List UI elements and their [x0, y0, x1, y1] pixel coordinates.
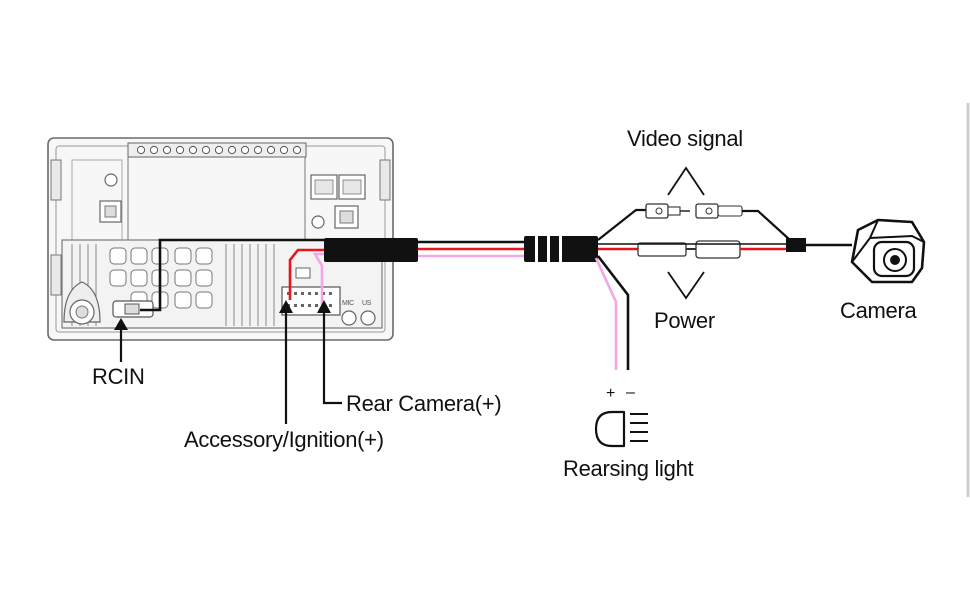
usb-socket: [360, 310, 376, 326]
reversing-light-label: Rearsing light: [563, 456, 694, 481]
rear-camera-arrow: [317, 300, 331, 313]
reversing-light-icon: [594, 410, 648, 448]
video-signal-pointer: [667, 166, 705, 196]
camera-cable-joint: [786, 238, 806, 252]
cable-junction: [524, 236, 598, 262]
camera-icon: [850, 218, 926, 284]
rear-camera-label: Rear Camera(+): [346, 391, 502, 416]
mic-socket: [341, 310, 357, 326]
rcin-arrow: [114, 318, 128, 330]
main-harness-connector: [281, 286, 341, 316]
plus-terminal-label: +: [606, 385, 616, 402]
video-rca-socket: [695, 203, 743, 219]
mic-socket-label: MIC: [342, 300, 354, 307]
power-pointer: [667, 271, 705, 300]
power-label: Power: [654, 308, 715, 333]
video-rca-plug: [645, 203, 690, 219]
wire-red-accessory: [288, 248, 330, 300]
accessory-ignition-label: Accessory/Ignition(+): [184, 427, 384, 452]
camera-label: Camera: [840, 298, 917, 323]
cable-sleeve: [324, 238, 418, 262]
wire-reverse-black: [596, 255, 630, 370]
unit-screw-hole: [104, 173, 118, 187]
usb-socket-label: US: [362, 300, 372, 307]
rcin-label: RCIN: [92, 364, 145, 389]
accessory-arrow: [279, 300, 293, 313]
wire-video-signal: [597, 208, 648, 241]
wire-black-main: [140, 238, 330, 312]
wire-pink-rear-camera: [312, 252, 330, 305]
wire-reverse-pink: [594, 257, 618, 370]
video-signal-label: Video signal: [627, 126, 743, 151]
power-dc-plug: [637, 240, 741, 259]
minus-terminal-label: –: [626, 384, 635, 401]
